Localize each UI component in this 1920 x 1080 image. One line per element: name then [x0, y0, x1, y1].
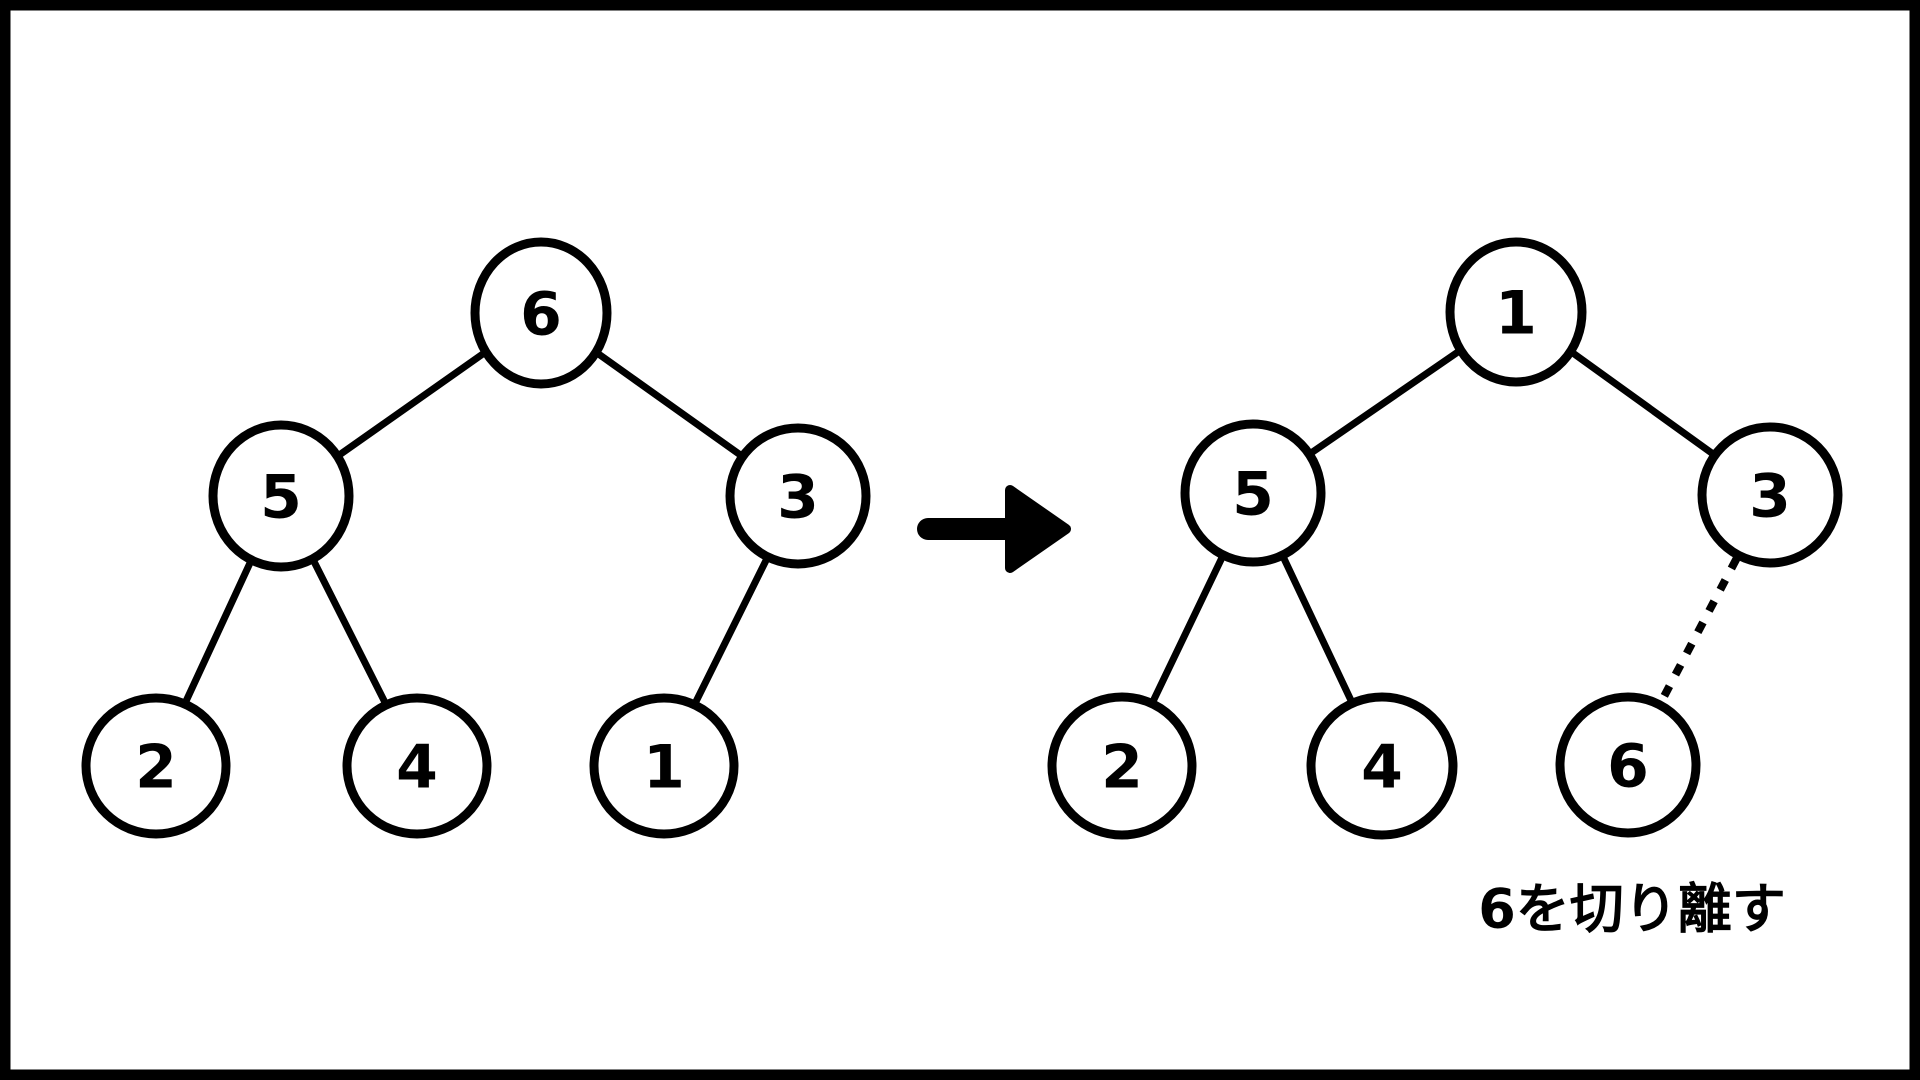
- node-before-root-6: 6: [470, 237, 612, 389]
- node-after-3: 3: [1697, 422, 1843, 568]
- node-after-root-1: 1: [1445, 237, 1587, 387]
- node-label: 5: [260, 463, 302, 533]
- node-before-5: 5: [208, 420, 354, 572]
- node-circle: [208, 420, 354, 572]
- node-after-2: 2: [1047, 692, 1197, 840]
- node-circle: [1445, 237, 1587, 387]
- node-after-detached-6: 6: [1555, 692, 1701, 838]
- node-after-4: 4: [1306, 692, 1458, 840]
- tree-after-nodes: 1 5 3 2 4 6: [1047, 237, 1843, 840]
- node-label: 6: [1607, 732, 1649, 802]
- tree-before-nodes: 6 5 3 2 4 1: [81, 237, 871, 839]
- arrow-head: [1005, 485, 1071, 573]
- node-circle: [1555, 692, 1701, 838]
- node-before-2: 2: [81, 693, 231, 839]
- node-label: 4: [396, 733, 438, 803]
- node-circle: [1180, 419, 1326, 567]
- node-circle: [342, 693, 492, 839]
- node-circle: [589, 693, 739, 839]
- annotation-detach-6: 6を切り離す: [1478, 877, 1786, 940]
- node-circle: [1306, 692, 1458, 840]
- node-label: 4: [1361, 733, 1403, 803]
- node-circle: [470, 237, 612, 389]
- node-circle: [81, 693, 231, 839]
- arrow-right-icon: [917, 485, 1071, 573]
- node-label: 6: [520, 280, 562, 350]
- node-before-3: 3: [725, 423, 871, 569]
- node-circle: [725, 423, 871, 569]
- node-before-4: 4: [342, 693, 492, 839]
- node-label: 3: [777, 463, 819, 533]
- node-label: 1: [643, 733, 685, 803]
- node-circle: [1697, 422, 1843, 568]
- node-circle: [1047, 692, 1197, 840]
- node-label: 1: [1495, 279, 1537, 349]
- node-label: 5: [1232, 460, 1274, 530]
- node-label: 2: [1101, 733, 1143, 803]
- node-label: 2: [135, 733, 177, 803]
- node-label: 3: [1749, 462, 1791, 532]
- node-after-5: 5: [1180, 419, 1326, 567]
- node-before-1: 1: [589, 693, 739, 839]
